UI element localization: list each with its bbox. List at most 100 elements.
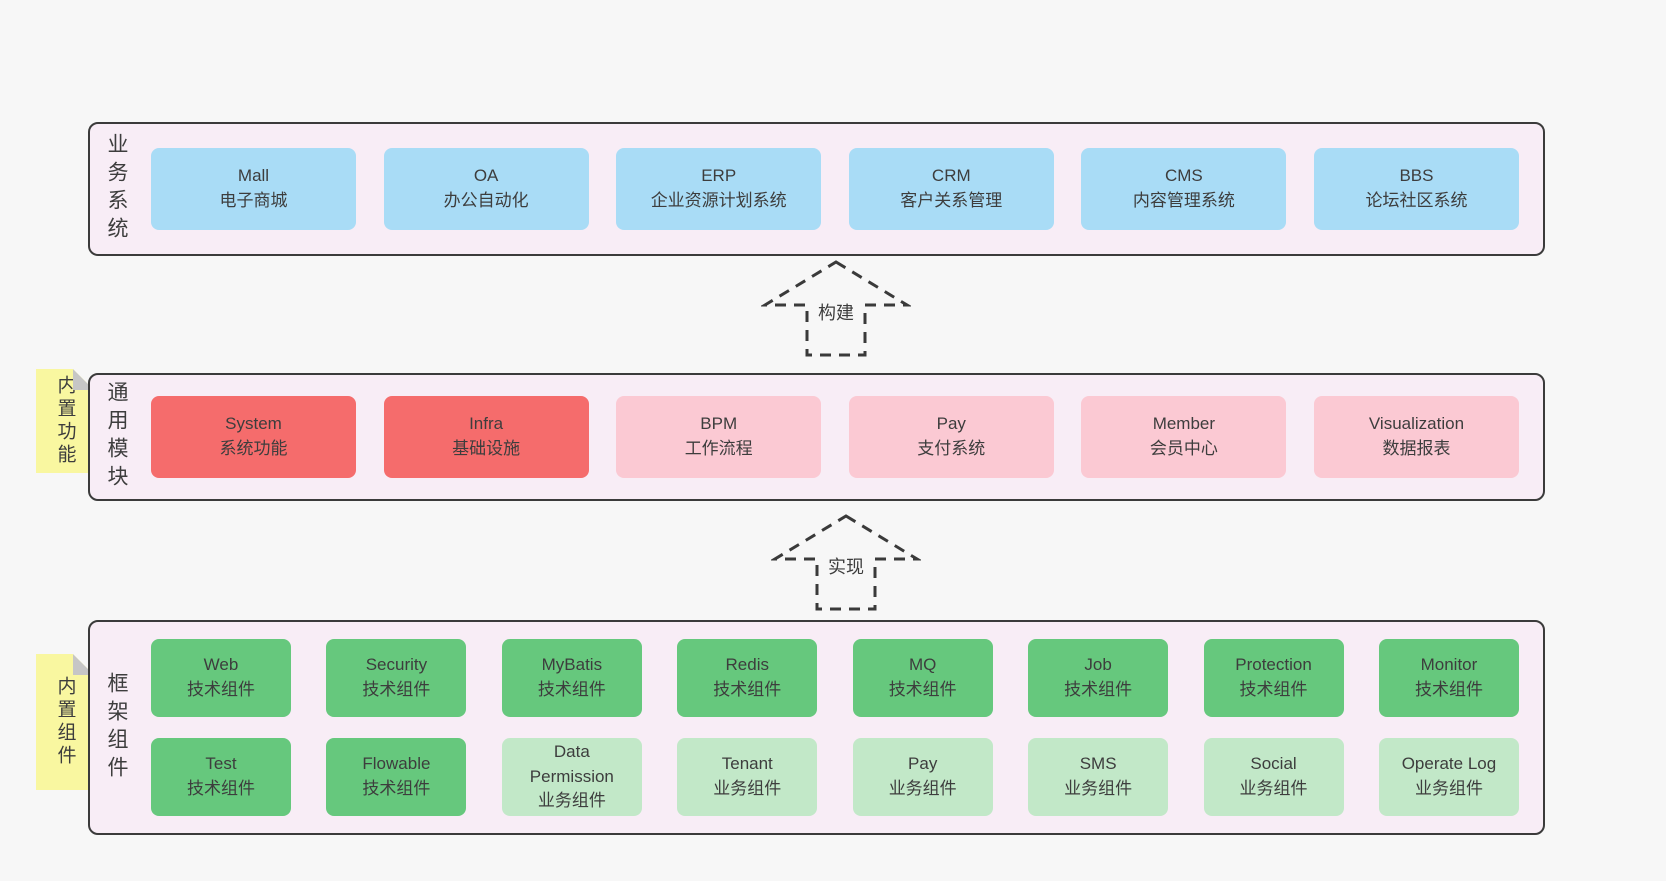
- box-desc: 业务组件: [713, 779, 782, 798]
- box-desc: 技术组件: [187, 680, 255, 699]
- box-name: BPM: [700, 414, 738, 434]
- box-desc: 数据报表: [1382, 439, 1451, 458]
- box-flowable: Flowable 技术组件: [326, 738, 467, 816]
- box-name: Flowable: [362, 754, 431, 774]
- box-name: Pay: [908, 754, 938, 774]
- box-monitor: Monitor 技术组件: [1378, 639, 1519, 717]
- box-name: MQ: [908, 655, 937, 675]
- box-name: OA: [473, 166, 499, 186]
- band-framework-components: 框架组件 Web 技术组件 Security 技术组件 MyBatis 技术组件…: [88, 620, 1545, 835]
- box-desc: 论坛社区系统: [1365, 191, 1468, 210]
- box-oa: OA 办公自动化: [383, 148, 589, 230]
- box-bpm: BPM 工作流程: [616, 396, 822, 478]
- box-crm: CRM 客户关系管理: [848, 148, 1054, 230]
- business-boxes: Mall 电子商城 OA 办公自动化 ERP 企业资源计划系统 CRM 客户关系…: [133, 148, 1543, 230]
- components-boxes: Web 技术组件 Security 技术组件 MyBatis 技术组件 Redi…: [133, 639, 1543, 816]
- box-sms: SMS 业务组件: [1028, 738, 1169, 816]
- box-name: Tenant: [721, 754, 773, 774]
- box-desc: 技术组件: [362, 779, 431, 798]
- box-desc: 技术组件: [1414, 680, 1483, 699]
- box-desc: 内容管理系统: [1132, 191, 1235, 210]
- box-protection: Protection 技术组件: [1203, 639, 1344, 717]
- box-job: Job 技术组件: [1028, 639, 1169, 717]
- sticky-note-builtin-features: 内置功能: [36, 369, 94, 473]
- box-name: Protection: [1235, 655, 1312, 675]
- box-desc: 业务组件: [1239, 779, 1308, 798]
- box-name: Visualization: [1368, 414, 1465, 434]
- box-infra: Infra 基础设施: [383, 396, 589, 478]
- box-desc: 客户关系管理: [900, 191, 1003, 210]
- box-desc: 基础设施: [452, 439, 521, 458]
- box-name: Redis: [725, 655, 769, 675]
- implement-arrow-icon: 实现: [771, 512, 921, 612]
- box-desc: 业务组件: [537, 791, 606, 811]
- box-desc: 支付系统: [917, 439, 986, 458]
- box-desc: 业务组件: [1414, 779, 1483, 798]
- box-name: Social: [1250, 754, 1297, 774]
- box-redis: Redis 技术组件: [677, 639, 818, 717]
- box-data-permission: Data Permission 业务组件: [501, 738, 642, 816]
- build-arrow-icon: 构建: [761, 258, 911, 358]
- box-desc: 会员中心: [1149, 439, 1218, 458]
- band-business-label: 业务系统: [105, 133, 128, 245]
- box-desc: 技术组件: [537, 680, 606, 699]
- box-erp: ERP 企业资源计划系统: [616, 148, 822, 230]
- box-name: Infra: [469, 414, 504, 434]
- box-desc: 技术组件: [888, 680, 957, 699]
- box-operate-log: Operate Log 业务组件: [1378, 738, 1519, 816]
- box-name: SMS: [1079, 754, 1117, 774]
- box-name: MyBatis: [541, 655, 603, 675]
- box-name: Monitor: [1420, 655, 1478, 675]
- box-desc: 业务组件: [888, 779, 957, 798]
- box-mall: Mall 电子商城: [151, 148, 356, 230]
- sticky-text: 内置功能: [54, 375, 76, 467]
- box-name: BBS: [1399, 166, 1434, 186]
- band-components-label: 框架组件: [105, 671, 128, 784]
- band-common-modules: 通用模块 System 系统功能 Infra 基础设施 BPM 工作流程 Pay…: [88, 373, 1545, 501]
- box-name: ERP: [701, 166, 737, 186]
- box-visualization: Visualization 数据报表: [1313, 396, 1519, 478]
- box-bbs: BBS 论坛社区系统: [1313, 148, 1519, 230]
- box-web: Web 技术组件: [151, 639, 291, 717]
- box-system: System 系统功能: [151, 396, 356, 478]
- box-name: Operate Log: [1401, 754, 1497, 774]
- box-test: Test 技术组件: [151, 738, 291, 816]
- box-name: Security: [365, 655, 428, 675]
- components-row-1: Web 技术组件 Security 技术组件 MyBatis 技术组件 Redi…: [151, 639, 1519, 717]
- box-desc: 系统功能: [219, 439, 288, 458]
- modules-boxes: System 系统功能 Infra 基础设施 BPM 工作流程 Pay 支付系统…: [133, 396, 1543, 478]
- box-pay-biz: Pay 业务组件: [852, 738, 993, 816]
- box-name: Pay: [936, 414, 966, 434]
- band-modules-label: 通用模块: [105, 381, 128, 493]
- box-desc: 办公自动化: [443, 191, 529, 210]
- box-name: System: [225, 414, 282, 434]
- box-tenant: Tenant 业务组件: [677, 738, 818, 816]
- box-desc: 技术组件: [1239, 680, 1308, 699]
- implement-arrow-label: 实现: [825, 552, 867, 580]
- box-name: CMS: [1164, 166, 1203, 186]
- components-row-2: Test 技术组件 Flowable 技术组件 Data Permission …: [151, 738, 1519, 816]
- box-security: Security 技术组件: [326, 639, 467, 717]
- box-social: Social 业务组件: [1203, 738, 1344, 816]
- box-cms: CMS 内容管理系统: [1081, 148, 1287, 230]
- band-business-systems: 业务系统 Mall 电子商城 OA 办公自动化 ERP 企业资源计划系统 CRM…: [88, 122, 1545, 256]
- sticky-note-builtin-components: 内置组件: [36, 654, 94, 790]
- box-name: CRM: [931, 166, 971, 186]
- box-mq: MQ 技术组件: [852, 639, 993, 717]
- box-member: Member 会员中心: [1081, 396, 1287, 478]
- box-desc: 电子商城: [219, 191, 288, 210]
- box-desc: 技术组件: [1064, 680, 1133, 699]
- box-name: Mall: [237, 166, 270, 186]
- box-pay: Pay 支付系统: [848, 396, 1054, 478]
- box-desc: 工作流程: [684, 439, 753, 458]
- box-name: Data Permission: [529, 742, 614, 786]
- box-mybatis: MyBatis 技术组件: [501, 639, 642, 717]
- box-name: Test: [205, 754, 237, 774]
- sticky-text: 内置组件: [54, 676, 76, 768]
- box-name: Member: [1152, 414, 1216, 434]
- box-desc: 技术组件: [713, 680, 782, 699]
- box-desc: 企业资源计划系统: [650, 191, 787, 210]
- build-arrow-label: 构建: [815, 298, 857, 326]
- box-desc: 业务组件: [1064, 779, 1133, 798]
